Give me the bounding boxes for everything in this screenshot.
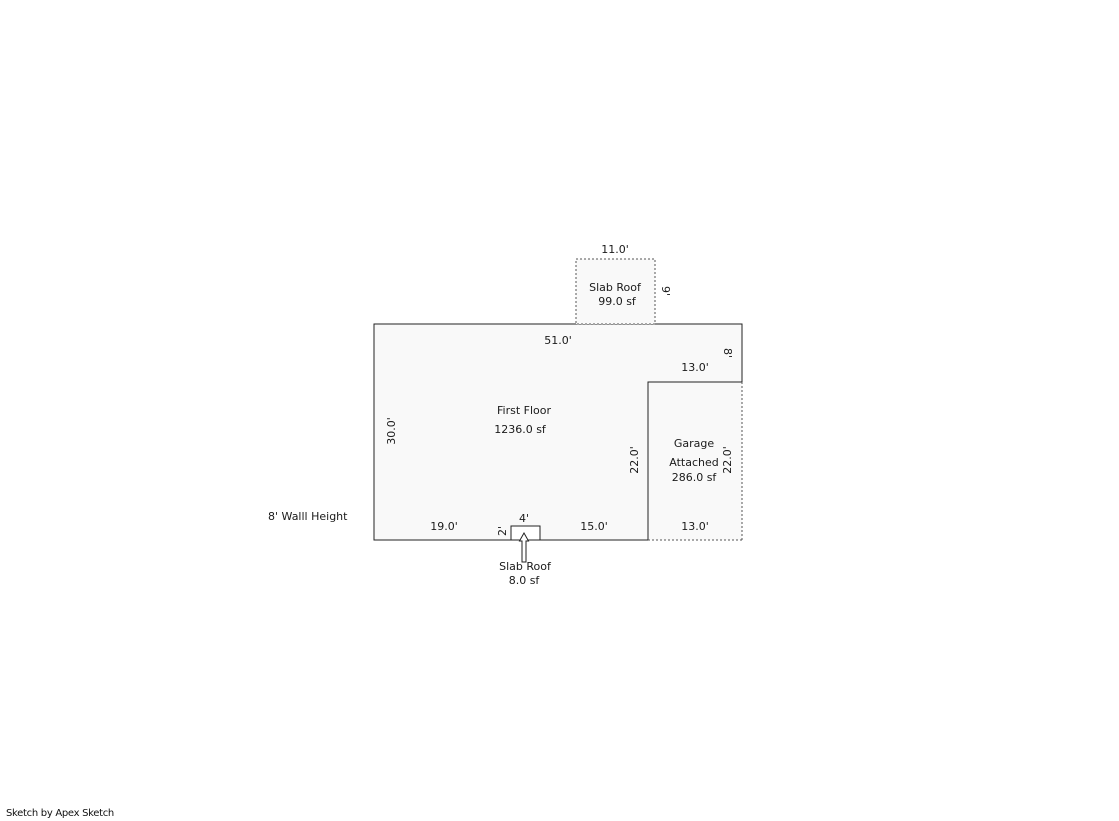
garage-area [648, 382, 742, 540]
first-floor-name: First Floor [497, 404, 551, 417]
upper-slab-roof-side-dim: 9' [659, 286, 672, 296]
first-floor-garage-wall-dim: 22.0' [628, 446, 641, 474]
entry-slab-roof-area-label: 8.0 sf [509, 574, 541, 587]
entry-slab-roof-width-dim: 4' [519, 512, 529, 525]
wall-height-note: 8' Walll Height [268, 510, 348, 523]
first-floor-top-dim: 51.0' [544, 334, 572, 347]
garage-area-label: 286.0 sf [672, 471, 718, 484]
entry-slab-roof-depth-dim: 2' [496, 526, 509, 536]
upper-slab-roof-top-dim: 11.0' [601, 243, 629, 256]
first-floor-notch-top-dim: 13.0' [681, 361, 709, 374]
first-floor-bottom-left-dim: 19.0' [430, 520, 458, 533]
upper-slab-roof-name: Slab Roof [589, 281, 642, 294]
garage-name-line1: Garage [674, 437, 715, 450]
garage-side-dim: 22.0' [721, 446, 734, 474]
first-floor-bottom-right-dim: 15.0' [580, 520, 608, 533]
garage-bottom-dim: 13.0' [681, 520, 709, 533]
sketch-credit: Sketch by Apex Sketch [6, 808, 114, 819]
entry-slab-roof-name: Slab Roof [499, 560, 552, 573]
first-floor-area-label: 1236.0 sf [494, 423, 547, 436]
upper-slab-roof-area-label: 99.0 sf [598, 295, 637, 308]
first-floor-left-dim: 30.0' [385, 417, 398, 445]
entry-arrow-icon [518, 531, 530, 563]
first-floor-notch-right-dim: 8' [721, 348, 734, 358]
garage-name-line2: Attached [669, 456, 718, 469]
upper-slab-roof-area [575, 258, 656, 325]
